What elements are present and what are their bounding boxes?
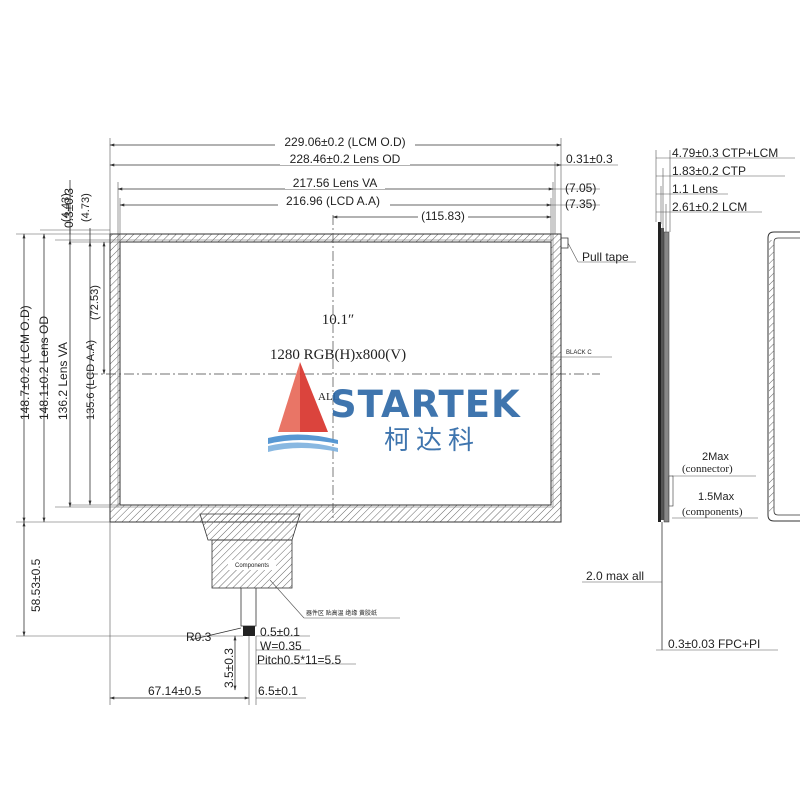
dim-lens-od-v: 148.1±0.2 Lens OD (37, 316, 51, 420)
dim-h35: 3.5±0.3 (222, 648, 236, 688)
side-ctp-layer (661, 228, 664, 520)
side-lens: 1.1 Lens (672, 182, 718, 196)
dim-lcd-aa: 216.96 (LCD A.A) (286, 194, 380, 208)
dim-lens-od-offset: 0.31±0.3 (566, 152, 613, 166)
panel-size-label: 10.1″ (322, 312, 355, 328)
side-components-label: (components) (682, 506, 743, 518)
top-dimensions: 229.06±0.2 (LCM O.D) 228.46±0.2 Lens OD … (109, 135, 618, 242)
dim-lens-va-v: 136.2 Lens VA (56, 342, 70, 420)
side-connector-max: 2Max (702, 451, 729, 463)
dim-pin-width-tol: 0.5±0.1 (260, 625, 300, 639)
pull-tape-callout: Pull tape (582, 250, 629, 264)
fpc-bonding-area (199, 513, 301, 541)
black-c-callout: BLACK C (566, 350, 592, 356)
side-ctp-lcm: 4.79±0.3 CTP+LCM (672, 146, 778, 160)
brand-name-cn: 柯达科 (384, 426, 480, 456)
dim-lens-va-offset: (7.05) (565, 181, 596, 195)
side-ctp: 1.83±0.2 CTP (672, 164, 746, 178)
dim-off-473: (4.73) (80, 193, 92, 222)
dim-r03: R0.3 (186, 630, 212, 644)
dim-off-443: (4.43) (60, 193, 72, 222)
side-connector-label: (connector) (682, 463, 733, 475)
brand-name: STARTEK (330, 383, 521, 426)
center-labels: 10.1″ 1280 RGB(H)x800(V) ALL (270, 312, 406, 403)
side-view: 4.79±0.3 CTP+LCM 1.83±0.2 CTP 1.1 Lens 2… (582, 146, 795, 651)
startek-watermark: STARTEK 柯达科 (268, 362, 521, 456)
stiffener-note-callout: 器件区 贴高温 绝缘 黄胶纸 (306, 609, 377, 617)
side-two-max-all: 2.0 max all (586, 569, 644, 583)
panel-resolution-label: 1280 RGB(H)x800(V) (270, 347, 406, 363)
dim-fpc-w: 6.5±0.1 (258, 684, 298, 698)
dim-lcm-od-v: 148.7±0.2 (LCM O.D) (18, 305, 32, 420)
fpc-tail (240, 588, 257, 627)
side-lcm: 2.61±0.2 LCM (672, 200, 747, 214)
dim-lens-va: 217.56 Lens VA (293, 176, 378, 190)
dim-pitch: Pitch0.5*11=5.5 (257, 653, 342, 667)
callouts: Pull tape BLACK C 器件区 贴高温 绝缘 黄胶纸 (269, 242, 636, 619)
front-view: Components (88, 215, 600, 636)
fpc-contacts (243, 626, 255, 636)
right-edge-view (767, 231, 800, 522)
dim-lcm-od: 229.06±0.2 (LCM O.D) (284, 135, 405, 149)
dim-fpc-length: 58.53±0.5 (29, 558, 43, 612)
side-connector (668, 475, 674, 507)
dim-w: W=0.35 (260, 639, 302, 653)
components-label: Components (235, 563, 269, 569)
dim-fpc-x: 67.14±0.5 (148, 684, 202, 698)
side-lcm-layer (663, 231, 670, 523)
side-lens-layer (658, 222, 661, 522)
dim-lcd-aa-v: 135.6 (LCD A.A) (85, 340, 97, 420)
dim-lens-od: 228.46±0.2 Lens OD (290, 152, 401, 166)
dim-center-x: (115.83) (421, 209, 465, 223)
all-label: ALL (318, 391, 340, 403)
lens-va-outline (117, 239, 554, 508)
panel-view-area (119, 241, 552, 506)
bottom-dimensions: R0.3 0.5±0.1 W=0.35 Pitch0.5*11=5.5 3.5±… (109, 522, 356, 705)
fpc-label-box (228, 560, 276, 570)
dim-center-y: (72.53) (89, 285, 101, 320)
left-dimensions: 0.3±0.3 (4.43) (4.73) 148.7±0.2 (LCM O.D… (16, 180, 243, 637)
startek-logo-mark (268, 362, 338, 452)
dim-top-offset: 0.3±0.3 (62, 188, 76, 228)
dim-lcd-aa-offset: (7.35) (565, 197, 596, 211)
side-fpc-pi: 0.3±0.03 FPC+PI (668, 637, 760, 651)
side-components-max: 1.5Max (698, 491, 735, 503)
pull-tape-tab (561, 237, 569, 249)
